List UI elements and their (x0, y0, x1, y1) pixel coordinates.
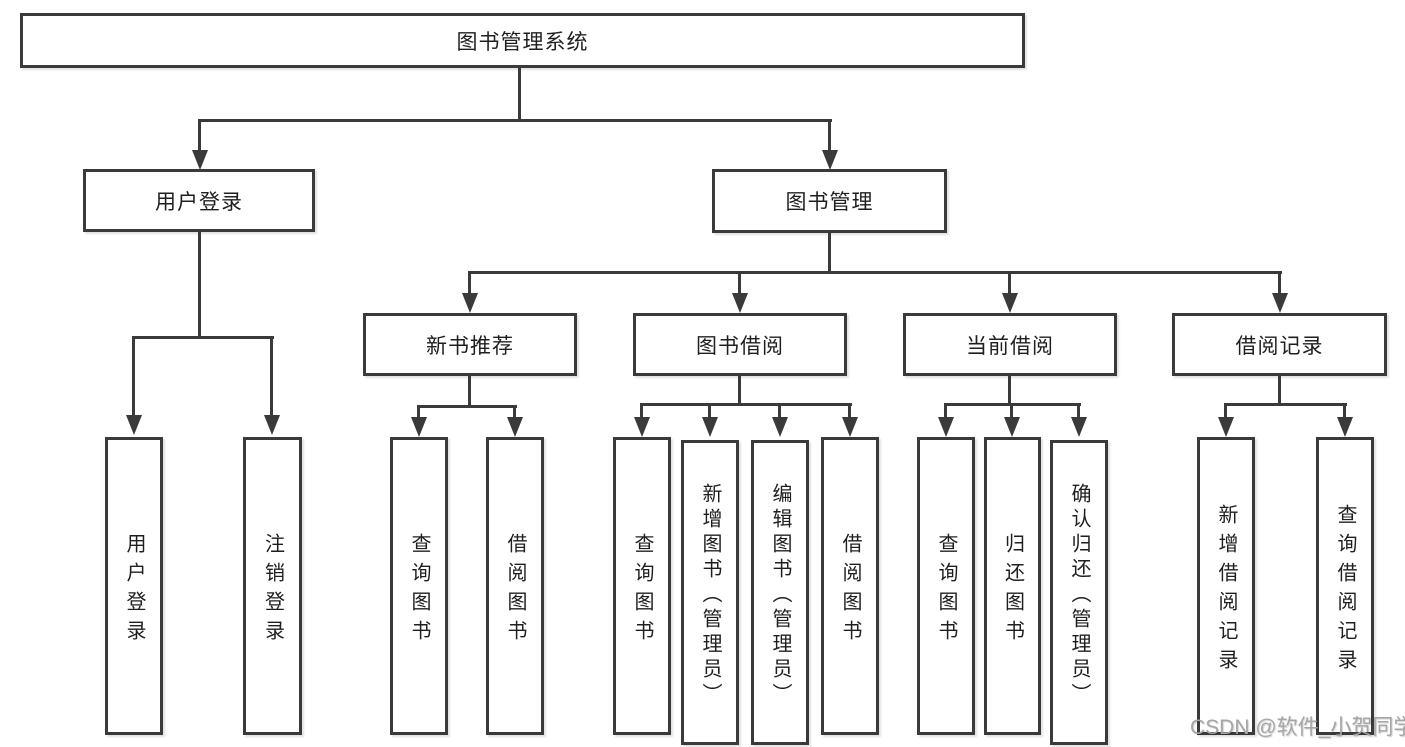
node-label: 图书借阅 (696, 334, 784, 358)
connector-to-user-login (198, 119, 201, 150)
connector-cb-stem (1008, 376, 1011, 405)
node-cb-return-book: 归还图书 (984, 437, 1041, 735)
node-label: 注销登录 (261, 532, 284, 649)
connector-to-bb-edit (778, 403, 781, 417)
node-bb-add-book-admin: 新增图书（管理员） (681, 440, 739, 745)
node-label: 新增图书（管理员） (699, 482, 721, 708)
arrowhead-bb-add (702, 417, 718, 437)
connector-bb-bus (640, 403, 852, 406)
connector-to-new-book-recommend (468, 271, 471, 293)
connector-to-bb-borrow (848, 403, 851, 417)
arrowhead-bb-edit (772, 417, 788, 437)
node-label: 借阅记录 (1235, 334, 1324, 358)
arrowhead-logout (264, 415, 280, 435)
node-label: 当前借阅 (966, 334, 1054, 358)
node-label: 借阅图书 (504, 532, 526, 649)
connector-to-bb-add (708, 403, 711, 417)
node-br-add-record: 新增借阅记录 (1197, 437, 1255, 735)
connector-user-login-bus (132, 336, 274, 339)
connector-nbr-stem (468, 376, 471, 407)
connector-user-login-stem (198, 232, 201, 336)
connector-to-bb-query (640, 403, 643, 417)
connector-to-current-borrow (1008, 271, 1011, 293)
node-label: 图书管理 (785, 191, 874, 214)
arrowhead-cb-confirm (1071, 417, 1087, 437)
arrowhead-nbr-borrow (507, 417, 523, 437)
arrowhead-user-login (192, 150, 208, 170)
connector-to-borrow-record (1278, 271, 1281, 293)
connector-to-book-borrow (738, 271, 741, 293)
node-user-login: 用户登录 (83, 169, 315, 232)
node-label: 确认归还（管理员） (1068, 482, 1090, 708)
node-label: 查询借阅记录 (1334, 503, 1356, 678)
node-label: 查询图书 (408, 532, 430, 649)
connector-root-stem (518, 68, 521, 120)
connector-book-management-stem (828, 232, 831, 273)
node-bb-edit-book-admin: 编辑图书（管理员） (751, 440, 809, 745)
connector-nbr-bus (417, 405, 517, 408)
connector-to-cb-query (944, 403, 947, 417)
arrowhead-nbr-query (411, 417, 427, 437)
connector-to-nbr-query (417, 405, 420, 417)
node-label: 编辑图书（管理员） (769, 482, 791, 708)
node-book-borrow: 图书借阅 (633, 313, 847, 376)
node-cb-query-book: 查询图书 (917, 437, 975, 735)
node-label: 新书推荐 (426, 334, 514, 358)
node-label: 图书管理系统 (456, 30, 589, 54)
node-label: 新增借阅记录 (1215, 503, 1237, 678)
node-label: 借阅图书 (839, 532, 861, 649)
node-cb-confirm-return-admin: 确认归还（管理员） (1050, 440, 1108, 745)
arrowhead-new-book-recommend (462, 293, 478, 313)
connector-to-login (132, 336, 135, 415)
node-label: 查询图书 (631, 532, 653, 649)
connector-root-bus (198, 119, 832, 122)
node-nbr-query-book: 查询图书 (390, 437, 448, 735)
connector-to-nbr-borrow (513, 405, 516, 417)
connector-to-br-add (1224, 403, 1227, 417)
node-bb-borrow-book: 借阅图书 (821, 437, 879, 735)
node-book-management: 图书管理 (712, 169, 947, 233)
arrowhead-bb-query (634, 417, 650, 437)
arrowhead-cb-return (1004, 417, 1020, 437)
node-br-query-record: 查询借阅记录 (1316, 437, 1374, 735)
node-label: 用户登录 (123, 532, 145, 649)
node-borrow-record: 借阅记录 (1172, 313, 1387, 376)
node-login: 用户登录 (105, 437, 163, 735)
connector-book-management-bus (468, 271, 1282, 274)
csdn-watermark: CSDN @软件_小贺同学 (1190, 716, 1405, 739)
connector-to-logout (270, 336, 273, 415)
node-library-management-system: 图书管理系统 (20, 13, 1025, 68)
node-label: 用户登录 (155, 190, 243, 214)
connector-to-cb-return (1010, 403, 1013, 417)
connector-to-book-management (828, 119, 831, 150)
arrowhead-book-borrow (732, 293, 748, 313)
node-bb-query-book: 查询图书 (613, 437, 671, 735)
node-logout: 注销登录 (243, 437, 302, 735)
node-new-book-recommend: 新书推荐 (363, 313, 577, 376)
arrowhead-bb-borrow (842, 417, 858, 437)
arrowhead-book-management (822, 150, 838, 170)
node-label: 归还图书 (1001, 532, 1024, 649)
connector-br-stem (1278, 376, 1281, 405)
connector-br-bus (1224, 403, 1347, 406)
arrowhead-login (126, 415, 142, 435)
node-label: 查询图书 (935, 532, 957, 649)
node-nbr-borrow-book: 借阅图书 (486, 437, 544, 735)
connector-bb-stem (738, 376, 741, 405)
connector-to-cb-confirm (1077, 403, 1080, 417)
arrowhead-current-borrow (1002, 293, 1018, 313)
arrowhead-br-query (1337, 417, 1353, 437)
arrowhead-cb-query (938, 417, 954, 437)
arrowhead-br-add (1218, 417, 1234, 437)
arrowhead-borrow-record (1272, 293, 1288, 313)
node-current-borrow: 当前借阅 (903, 313, 1117, 376)
connector-to-br-query (1343, 403, 1346, 417)
